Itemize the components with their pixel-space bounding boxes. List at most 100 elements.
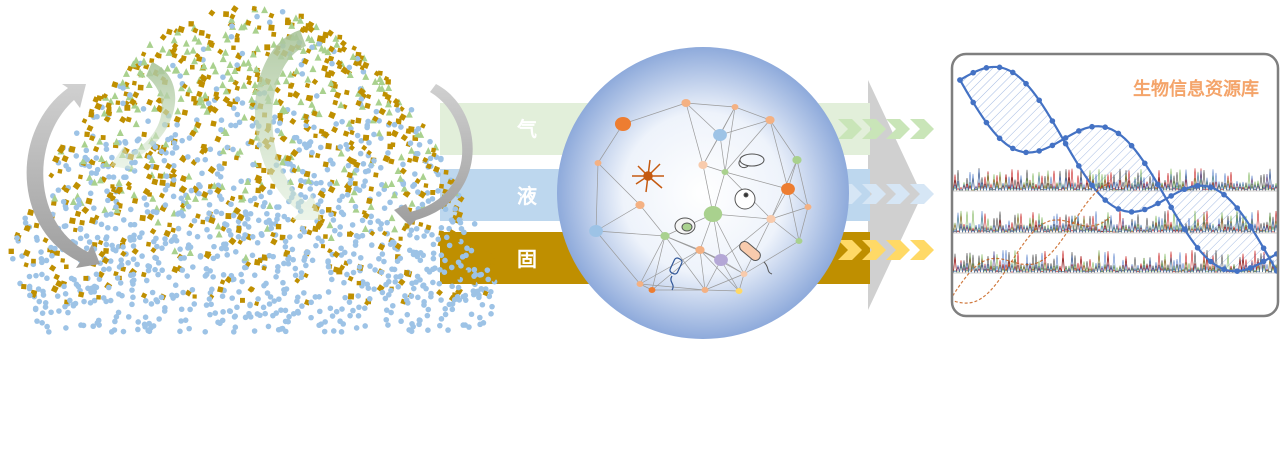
- network-node: [721, 169, 729, 175]
- liquid-particle: [368, 213, 375, 220]
- gas-particle: [86, 173, 94, 181]
- gas-particle: [218, 182, 226, 190]
- solid-particle: [299, 27, 306, 34]
- solid-particle: [200, 143, 207, 150]
- gas-particle: [266, 201, 274, 209]
- solid-particle: [288, 83, 294, 89]
- solid-particle: [403, 269, 410, 276]
- gas-particle: [315, 110, 323, 118]
- solid-particle: [261, 254, 268, 261]
- liquid-particle: [285, 216, 291, 223]
- gas-particle: [340, 165, 348, 173]
- solid-particle: [228, 237, 237, 246]
- liquid-particle: [364, 124, 370, 131]
- gas-particle: [191, 34, 199, 42]
- gas-particle: [281, 107, 289, 115]
- gas-particle: [183, 47, 191, 55]
- liquid-particle: [191, 217, 198, 224]
- gas-particle: [263, 224, 271, 232]
- liquid-particle: [329, 251, 336, 258]
- liquid-particle: [172, 282, 179, 289]
- helix-rungs: [960, 66, 1278, 293]
- liquid-particle: [216, 193, 223, 199]
- liquid-particle: [156, 316, 162, 322]
- liquid-particle: [477, 321, 483, 328]
- solid-particle: [205, 74, 212, 80]
- network-edge: [724, 106, 736, 173]
- solid-particle: [414, 178, 421, 185]
- gas-particle: [134, 105, 142, 113]
- solid-particle: [145, 241, 152, 247]
- liquid-particle: [423, 285, 429, 292]
- gas-particle: [349, 52, 357, 60]
- liquid-particle: [77, 226, 84, 233]
- solid-particle: [88, 217, 97, 225]
- solid-particle: [137, 84, 144, 91]
- liquid-particle: [308, 314, 314, 321]
- solid-particle: [92, 145, 100, 153]
- solid-particle: [123, 81, 130, 88]
- liquid-particle: [172, 145, 179, 151]
- liquid-particle: [203, 302, 210, 308]
- gas-particle: [204, 43, 212, 51]
- liquid-particle: [359, 232, 366, 239]
- solid-particle: [307, 95, 314, 101]
- gas-particle: [97, 155, 105, 163]
- liquid-particle: [112, 318, 118, 325]
- solid-particle: [347, 293, 355, 300]
- network-edge: [770, 218, 800, 242]
- liquid-particle: [347, 312, 353, 319]
- solid-particle: [105, 109, 111, 115]
- liquid-particle: [162, 236, 168, 242]
- liquid-particle: [442, 206, 449, 213]
- solid-particle: [158, 192, 165, 199]
- liquid-particle: [429, 231, 435, 238]
- liquid-particle: [438, 316, 445, 322]
- liquid-particle: [280, 279, 286, 286]
- liquid-particle: [281, 260, 287, 267]
- solid-particle: [291, 167, 298, 174]
- liquid-particle: [271, 298, 278, 304]
- helix-node: [983, 65, 990, 71]
- gas-particle: [296, 16, 304, 24]
- gas-particle: [367, 202, 375, 210]
- helix-node: [1234, 205, 1240, 211]
- liquid-particle: [143, 201, 150, 208]
- liquid-particle: [110, 174, 117, 180]
- liquid-particle: [159, 267, 165, 274]
- liquid-particle: [388, 309, 394, 316]
- liquid-particle: [254, 311, 261, 317]
- liquid-particle: [39, 271, 45, 278]
- liquid-particle: [298, 274, 305, 281]
- helix-node: [1076, 163, 1082, 169]
- liquid-particle: [234, 62, 240, 68]
- solid-particle: [54, 250, 61, 256]
- liquid-particle: [274, 216, 280, 222]
- gas-particle: [164, 64, 172, 72]
- panel-border: [950, 52, 1280, 318]
- solid-particle: [322, 161, 329, 168]
- network-edge: [685, 102, 736, 108]
- solid-particle: [22, 249, 31, 257]
- solid-particle: [383, 75, 390, 82]
- solid-particle: [407, 125, 415, 133]
- liquid-particle: [215, 319, 221, 326]
- gas-particle: [394, 167, 402, 175]
- solid-particle: [229, 13, 236, 20]
- network-edge: [651, 249, 701, 291]
- gas-particle: [151, 104, 159, 112]
- liquid-particle: [261, 199, 268, 206]
- solid-particle: [277, 113, 283, 119]
- liquid-particle: [239, 100, 246, 106]
- liquid-particle: [180, 212, 186, 219]
- liquid-particle: [266, 19, 273, 26]
- liquid-particle: [379, 181, 385, 188]
- liquid-particle: [125, 314, 132, 320]
- solid-particle: [103, 115, 111, 123]
- network-node: [695, 246, 705, 254]
- liquid-particle: [236, 119, 243, 126]
- liquid-particle: [301, 141, 308, 148]
- liquid-particle: [371, 157, 377, 164]
- solid-particle: [346, 231, 353, 237]
- liquid-particle: [395, 107, 401, 113]
